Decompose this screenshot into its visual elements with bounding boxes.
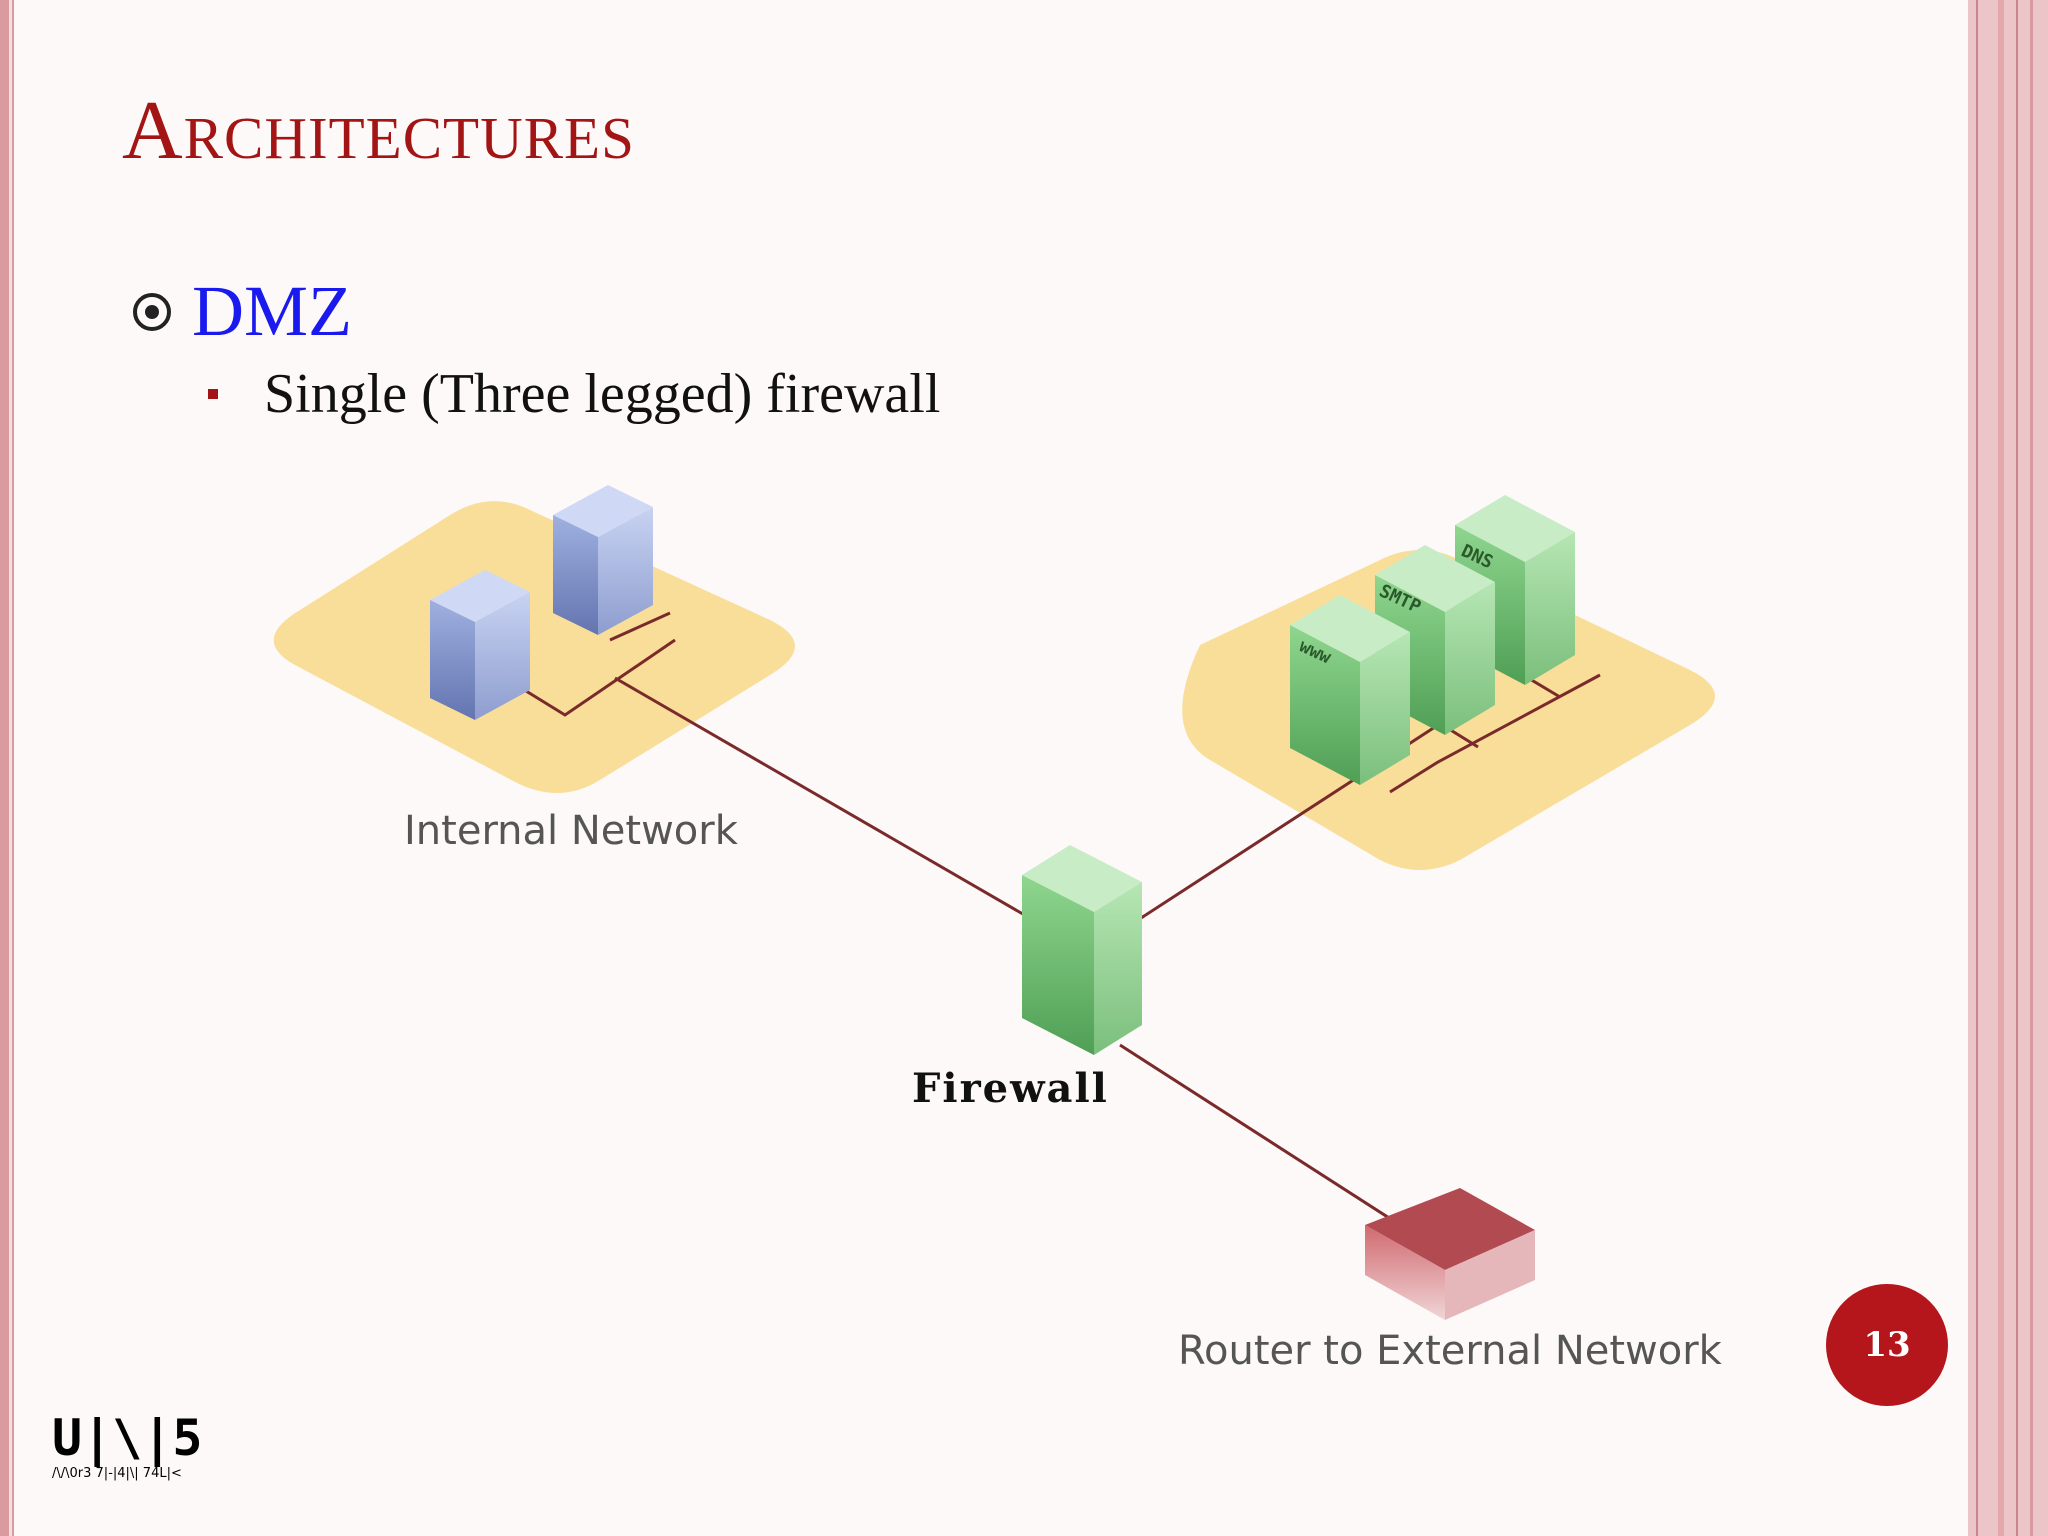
internal-server-1 (430, 570, 530, 720)
logo-tagline: /\/\0r3 7|-|4|\| 74L|< (52, 1466, 182, 1481)
firewall-label: Firewall (912, 1065, 1109, 1112)
dmz-diagram: DNS SMTP www (160, 470, 1760, 1430)
bullet-text: DMZ (192, 271, 352, 351)
circle-bullet-icon (133, 292, 171, 331)
www-server: www (1290, 595, 1410, 785)
internal-network-label: Internal Network (404, 808, 738, 854)
internal-zone (273, 501, 795, 794)
page-number-badge: 13 (1826, 1284, 1948, 1406)
logo: U|\|5 /\/\0r3 7|-|4|\| 74L|< (52, 1410, 203, 1481)
left-border (0, 0, 14, 1536)
right-border (1968, 0, 2048, 1536)
square-bullet-icon (208, 389, 218, 399)
page-title: Architectures (122, 84, 635, 177)
sub-bullet-text: Single (Three legged) firewall (264, 363, 941, 425)
internal-server-2 (553, 485, 653, 635)
router-label: Router to External Network (1178, 1328, 1722, 1374)
router (1365, 1188, 1535, 1320)
sub-bullet: Single (Three legged) firewall (208, 362, 940, 426)
logo-text: U|\|5 (52, 1409, 203, 1467)
network-diagram: DNS SMTP www (273, 485, 1715, 1320)
firewall-server (1022, 845, 1142, 1055)
bullet-dmz: DMZ (130, 270, 352, 353)
